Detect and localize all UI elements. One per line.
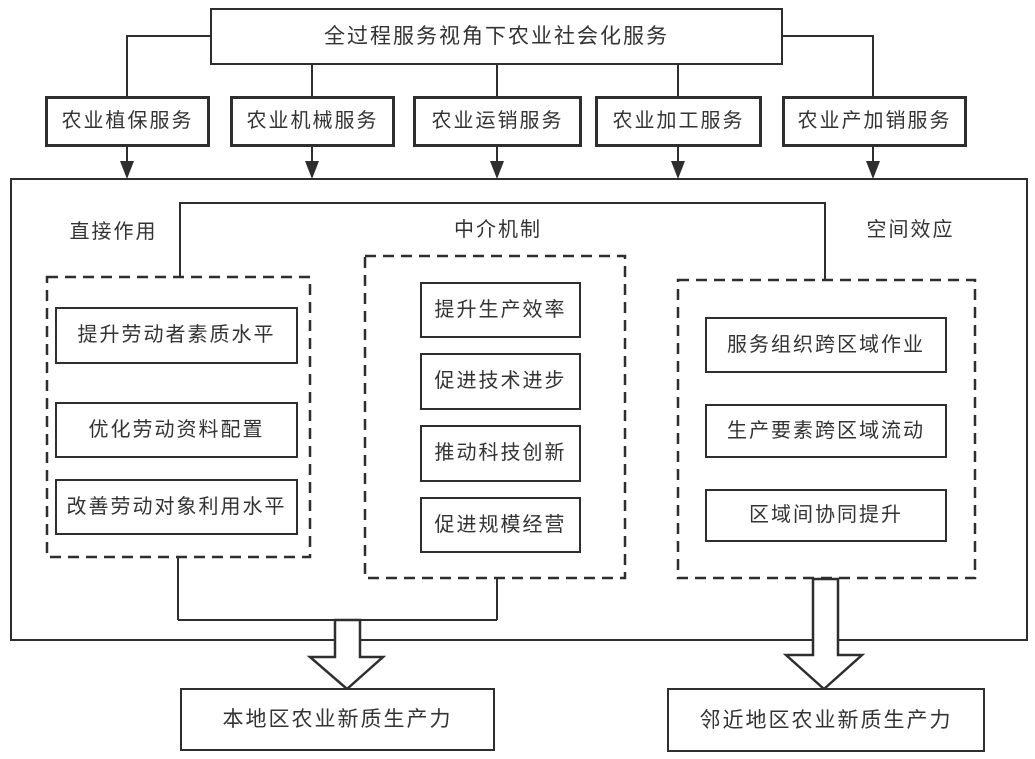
mediation-item-sci-tech-innovation: 推动科技创新 (420, 425, 581, 482)
big-arrow-neighbor (782, 577, 866, 691)
root-node: 全过程服务视角下农业社会化服务 (210, 8, 783, 65)
bracket-line (179, 202, 826, 281)
big-arrow-local (306, 618, 387, 691)
mediation-item-efficiency: 提升生产效率 (420, 282, 581, 338)
section-title-spatial: 空间效应 (866, 218, 955, 241)
section-title-direct: 直接作用 (69, 220, 158, 243)
direct-item-labor-objects: 改善劳动对象利用水平 (55, 479, 298, 535)
mediation-item-technical-progress: 促进技术进步 (420, 353, 581, 410)
mediation-group-dashed-border (363, 254, 627, 580)
service-node-transport-marketing: 农业运销服务 (413, 96, 582, 147)
spatial-item-cross-region-operation: 服务组织跨区域作业 (705, 317, 947, 373)
arrowhead-service-1 (120, 161, 134, 179)
outcome-node-local: 本地区农业新质生产力 (180, 688, 495, 751)
service-node-machinery: 农业机械服务 (230, 96, 395, 147)
service-node-plant-protection: 农业植保服务 (45, 96, 210, 147)
mediation-item-scale-operation: 促进规模经营 (420, 497, 581, 553)
arrowhead-service-2 (305, 161, 319, 179)
section-title-mediation: 中介机制 (454, 218, 542, 241)
arrowhead-service-5 (866, 161, 880, 179)
service-node-production-processing-marketing: 农业产加销服务 (782, 96, 967, 147)
service-node-processing: 农业加工服务 (595, 96, 762, 147)
connector-root-to-service-1 (126, 35, 210, 96)
direct-item-labor-materials: 优化劳动资料配置 (55, 402, 298, 458)
outcome-node-neighbor: 邻近地区农业新质生产力 (667, 688, 985, 752)
connector-root-to-service-5 (783, 35, 874, 96)
direct-item-labor-quality: 提升劳动者素质水平 (55, 307, 298, 364)
arrowhead-service-3 (490, 161, 504, 179)
spatial-item-factor-flow: 生产要素跨区域流动 (705, 404, 947, 458)
arrowhead-service-4 (671, 161, 685, 179)
spatial-item-regional-synergy: 区域间协同提升 (705, 489, 947, 542)
